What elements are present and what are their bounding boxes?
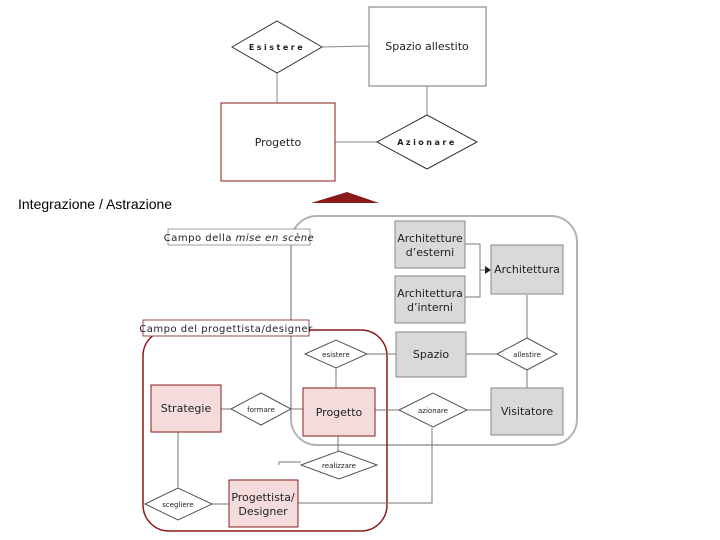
allestire-label: allestire [513,351,541,359]
scegliere-label: scegliere [162,501,193,509]
designer-field-tag [142,319,310,337]
strategie-entity [150,384,222,433]
top-diagram: Esistere Spazio allestito Progetto Azion… [220,6,487,182]
azionare-bottom-label: azionare [418,407,448,415]
spazio-allestito-entity [368,6,487,87]
visitatore-entity [490,387,564,436]
realizzare-label: realizzare [322,462,356,470]
strategie-label: Strategie [161,402,212,415]
esistere-bottom-label: esistere [322,351,350,359]
esistere-relation-diamond [231,20,323,74]
azionare-label: Azionare [397,138,457,147]
scene-field-label: Campo della mise en scène [164,232,314,244]
architettura-interni-label-1: Architettura [397,287,463,300]
scegliere-diamond [143,487,214,521]
section-title: Integrazione / Astrazione [18,196,172,212]
abstraction-arrow-icon [311,192,379,203]
scene-field-tag [167,228,311,246]
esistere-bottom-diamond [303,339,369,369]
arrowhead-icon [485,266,491,274]
spazio-allestito-label: Spazio allestito [385,40,469,53]
spazio-label: Spazio [413,348,450,361]
progetto-bottom-label: Progetto [316,406,363,419]
connector [321,45,370,48]
architettura-label: Architettura [494,263,560,276]
architetture-esterni-label-1: Architetture [397,232,463,245]
formare-diamond [229,392,293,426]
visitatore-label: Visitatore [501,405,554,418]
architettura-interni-entity [394,275,466,324]
azionare-bottom-diamond [397,392,469,428]
progettista-entity [228,479,299,528]
architetture-esterni-entity [394,220,466,269]
progetto-bottom-entity [302,387,376,437]
azionare-relation-diamond [375,114,479,170]
architettura-interni-label-2: d’interni [407,301,453,314]
architettura-entity [490,244,564,295]
progetto-label: Progetto [255,136,302,149]
spazio-entity [395,331,467,378]
realizzare-diamond [299,450,379,480]
allestire-diamond [495,337,559,371]
progettista-label-2: Designer [238,505,288,518]
esistere-label: Esistere [249,43,305,52]
designer-field-label: Campo del progettista/designer [139,324,313,335]
formare-label: formare [247,406,275,414]
progettista-label-1: Progettista/ [231,491,295,504]
architetture-esterni-label-2: d’esterni [406,246,454,259]
progetto-entity [220,102,336,182]
